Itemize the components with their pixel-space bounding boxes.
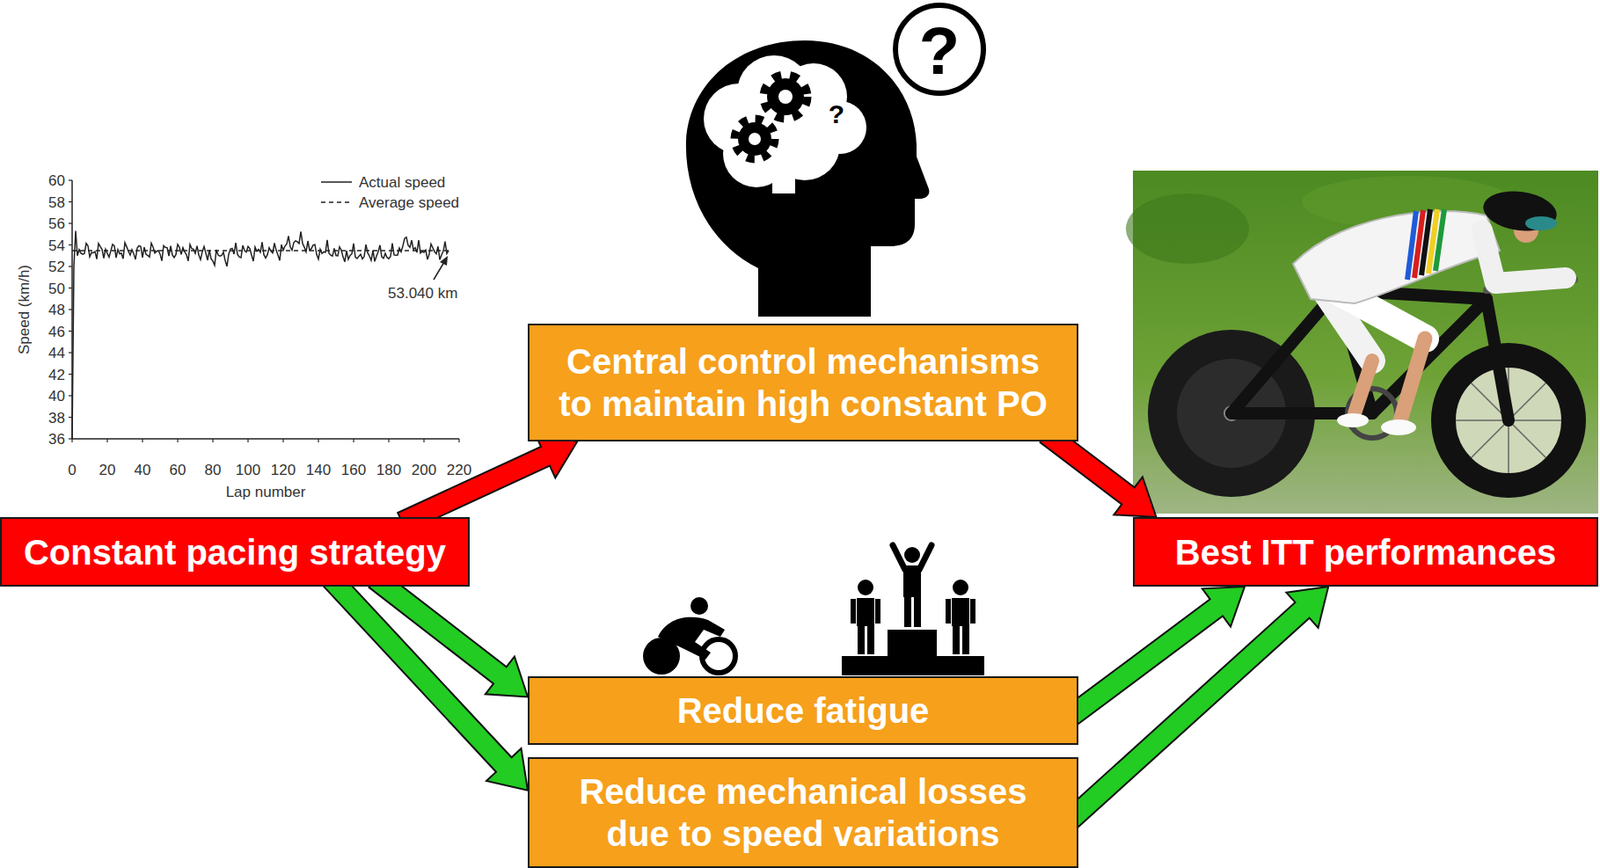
tick-label: 56 [48, 216, 66, 232]
axis-tick [68, 394, 73, 396]
axis-tick [68, 287, 73, 289]
axis-tick [282, 438, 284, 443]
axis-tick [317, 438, 319, 443]
axis-tick [71, 438, 73, 443]
brain-cloud [703, 55, 867, 194]
speed-chart [68, 180, 460, 443]
average-speed-line [72, 249, 451, 252]
x-axis [72, 438, 460, 440]
tick-label: 60 [48, 173, 66, 189]
legend-text: Actual speed [358, 175, 446, 190]
box-text: Reduce fatigue [677, 689, 930, 732]
axis-tick [141, 438, 143, 443]
box-text: Reduce mechanical losses due to speed va… [550, 770, 1056, 855]
legend-text: Average speed [358, 195, 460, 211]
box-text: Central control mechanisms to maintain h… [550, 340, 1056, 425]
tick-label: 120 [270, 462, 296, 478]
block-arrow [1062, 586, 1245, 727]
axis-tick [68, 373, 73, 375]
tick-label: 50 [48, 280, 66, 296]
legend-sample [321, 181, 352, 183]
chart-label: Speed (km/h) [16, 264, 32, 355]
tick-label: 48 [48, 302, 66, 318]
axis-tick [68, 222, 73, 224]
annotation-arrowhead [439, 255, 448, 266]
axis-tick [211, 438, 213, 443]
axis-tick [68, 351, 73, 353]
tick-label: 0 [67, 462, 76, 478]
key-box: Best ITT performances [1132, 517, 1599, 587]
axis-tick [423, 438, 424, 443]
tick-label: 52 [48, 259, 66, 275]
axis-tick [68, 416, 73, 418]
axis-tick [68, 308, 73, 310]
box-text: Best ITT performances [1175, 531, 1557, 574]
axis-tick [387, 438, 389, 443]
actual-speed-line [72, 231, 449, 439]
block-arrow [1062, 586, 1330, 829]
axis-tick [458, 438, 460, 443]
podium-icon [841, 545, 985, 676]
tick-label: 58 [48, 194, 66, 210]
block-arrow [321, 570, 528, 791]
question-mark: ? [828, 101, 845, 128]
legend-sample [321, 201, 352, 204]
tick-label: 60 [169, 462, 187, 478]
tick-label: 46 [48, 323, 66, 339]
axis-tick [247, 438, 249, 443]
tick-label: 160 [341, 462, 366, 478]
cyclist-icon [642, 597, 736, 675]
axis-tick [68, 265, 73, 267]
tick-label: 54 [48, 237, 66, 253]
axis-tick [68, 244, 73, 246]
mechanism-box: Reduce fatigue [527, 676, 1079, 746]
tick-label: 220 [446, 462, 472, 478]
chart-label: Lap number [226, 484, 307, 500]
tick-label: 40 [134, 462, 152, 478]
annotation-leader [433, 262, 445, 280]
axis-tick [68, 179, 73, 181]
tick-label: 38 [48, 409, 66, 425]
tick-label: 42 [48, 366, 66, 382]
tick-label: 180 [376, 462, 402, 478]
axis-tick [176, 438, 178, 443]
gear [763, 74, 808, 119]
tick-label: 140 [306, 462, 331, 478]
chart-label: 53.040 km [387, 285, 458, 301]
axis-tick [106, 438, 108, 443]
tick-label: 100 [235, 462, 261, 478]
tick-label: 36 [48, 431, 66, 447]
tick-label: 20 [99, 462, 117, 478]
tick-label: 40 [48, 388, 66, 404]
head-icon [686, 5, 984, 317]
tick-label: 200 [411, 462, 437, 478]
head-silhouette [686, 40, 929, 317]
axis-tick [352, 438, 354, 443]
axis-tick [68, 201, 73, 203]
box-text: Constant pacing strategy [23, 531, 446, 574]
tick-label: 44 [48, 345, 66, 361]
axis-tick [68, 330, 73, 332]
key-box: Constant pacing strategy [0, 517, 470, 587]
tick-label: 80 [204, 462, 222, 478]
cyclist-photo [1125, 170, 1599, 514]
mechanism-box: Central control mechanisms to maintain h… [527, 323, 1079, 442]
gear [734, 118, 775, 160]
question-circle [895, 5, 984, 94]
question-mark: ? [919, 17, 960, 85]
mechanism-box: Reduce mechanical losses due to speed va… [527, 757, 1079, 868]
axis-ticks [68, 180, 460, 443]
